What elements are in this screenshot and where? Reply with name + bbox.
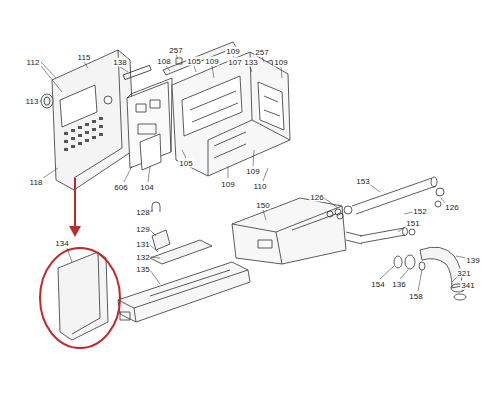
callout-number: 341 (460, 281, 475, 290)
callout-number: 151 (405, 219, 420, 228)
highlight-ring (40, 248, 120, 348)
callout-number: 115 (77, 53, 92, 62)
callout-number: 105 (178, 159, 193, 168)
callout-number: 104 (139, 183, 154, 192)
callout-number: 118 (29, 178, 44, 187)
leader-lines (38, 55, 466, 292)
callout-number: 109 (220, 180, 235, 189)
callout-number: 138 (112, 58, 127, 67)
callout-number: 128 (135, 208, 150, 217)
callout-number: 257 (168, 46, 183, 55)
callout-number: 110 (253, 182, 268, 191)
callout-number: 154 (370, 280, 385, 289)
hose (360, 228, 405, 243)
callout-number: 135 (135, 265, 150, 274)
seal (394, 256, 402, 268)
callout-number: 108 (156, 57, 171, 66)
callout-number: 606 (113, 183, 128, 192)
callout-number: 112 (26, 58, 41, 67)
callout-number: 153 (355, 177, 370, 186)
callout-number: 109 (225, 47, 240, 56)
callout-number: 136 (391, 280, 406, 289)
callout-number: 126 (309, 193, 324, 202)
callout-number: 131 (135, 240, 150, 249)
dispenser (232, 198, 362, 264)
callout-number: 109 (273, 58, 288, 67)
clip (176, 58, 182, 64)
latch (152, 230, 170, 250)
plate (150, 240, 212, 264)
callout-number: 158 (408, 292, 423, 301)
callout-number: 133 (243, 58, 258, 67)
callout-number: 139 (465, 256, 480, 265)
callout-number: 129 (135, 225, 150, 234)
callout-number: 150 (255, 201, 270, 210)
callout-number: 132 (135, 253, 150, 262)
callout-number: 105 (186, 57, 201, 66)
control-panel (52, 50, 134, 190)
drawer (118, 262, 250, 322)
highlight-arrow (74, 178, 76, 228)
callout-number: 109 (204, 57, 219, 66)
callout-number: 152 (412, 207, 427, 216)
callout-number: 321 (456, 269, 471, 278)
clip (152, 202, 160, 212)
callout-number: 113 (25, 97, 40, 106)
callout-number: 257 (254, 48, 269, 57)
bracket (140, 134, 161, 170)
callout-number: 126 (444, 203, 459, 212)
frame (172, 52, 290, 176)
callout-number: 134 (54, 239, 69, 248)
callout-number: 107 (227, 58, 242, 67)
knob (41, 94, 53, 108)
callout-number: 109 (245, 167, 260, 176)
front-panel (58, 252, 108, 340)
